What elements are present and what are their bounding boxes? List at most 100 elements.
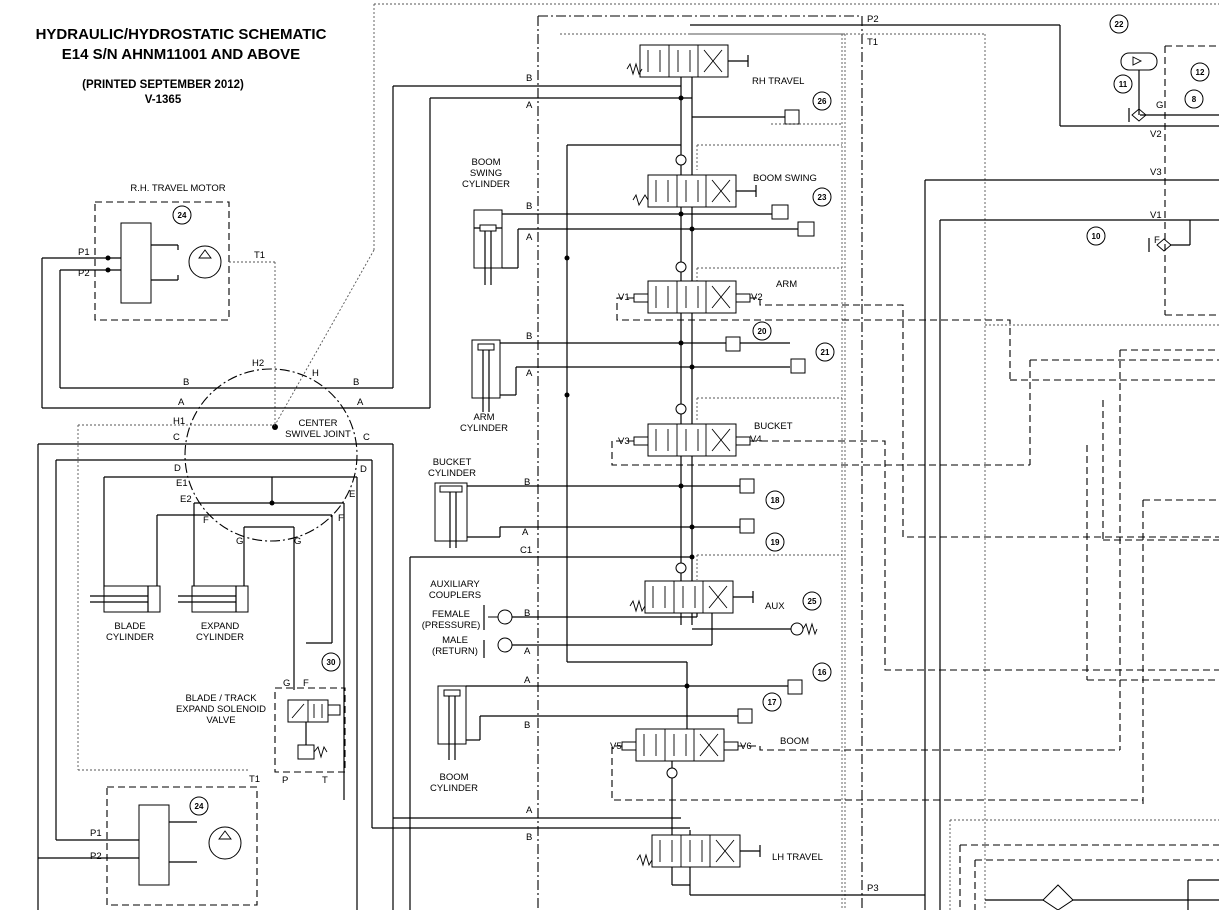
valve-rh-travel bbox=[626, 44, 749, 78]
boom-swing-label-1: BOOM bbox=[471, 157, 500, 168]
female-label-1: FEMALE bbox=[432, 609, 470, 620]
arm-cylinder-label-1: ARM bbox=[473, 412, 494, 423]
lh-travel-motor bbox=[38, 786, 258, 906]
label-p1-lh: P1 bbox=[90, 828, 102, 839]
label-v2-right: V2 bbox=[1150, 129, 1162, 140]
aux-couplers bbox=[483, 605, 713, 658]
callout-12: 12 bbox=[1190, 62, 1210, 82]
pilot-lines bbox=[611, 297, 1219, 801]
svg-text:30: 30 bbox=[327, 658, 336, 667]
relief-valves bbox=[692, 109, 842, 724]
label-t1-rh: T1 bbox=[254, 250, 265, 261]
svg-text:23: 23 bbox=[818, 193, 827, 202]
label-h: H bbox=[312, 368, 319, 379]
printed-date: (PRINTED SEPTEMBER 2012) bbox=[82, 79, 244, 91]
valve-boom-swing bbox=[632, 154, 757, 208]
callout-21: 21 bbox=[815, 342, 835, 362]
svg-text:8: 8 bbox=[1192, 95, 1197, 104]
male-label-2: (RETURN) bbox=[432, 646, 478, 657]
port-a-bucket: A bbox=[522, 527, 529, 538]
callout-19: 19 bbox=[765, 532, 785, 552]
port-b-rh: B bbox=[526, 73, 532, 84]
port-a-rh: A bbox=[526, 100, 533, 111]
label-g-r: G bbox=[294, 536, 301, 547]
port-b-arm: B bbox=[526, 331, 532, 342]
label-f-l: F bbox=[203, 515, 209, 526]
label-g-l: G bbox=[236, 536, 243, 547]
callout-8: 8 bbox=[1184, 89, 1204, 109]
solenoid-label-3: VALVE bbox=[206, 715, 235, 726]
blade-cylinder bbox=[90, 585, 161, 613]
label-aux: AUX bbox=[765, 601, 785, 612]
blade-track-solenoid-valve bbox=[274, 687, 346, 773]
male-label-1: MALE bbox=[442, 635, 468, 646]
label-a-swivel-r: A bbox=[357, 397, 364, 408]
label-v4-bucket: V4 bbox=[750, 434, 762, 445]
label-arm: ARM bbox=[776, 279, 797, 290]
label-f-right: F bbox=[1154, 235, 1160, 246]
callout-10: 10 bbox=[1086, 226, 1106, 246]
label-a-swivel-l: A bbox=[178, 397, 185, 408]
label-f-r: F bbox=[338, 513, 344, 524]
callout-22: 23 bbox=[812, 187, 832, 207]
boom-swing-cylinder bbox=[473, 209, 805, 285]
svg-text:10: 10 bbox=[1092, 232, 1101, 241]
swivel-label-1: CENTER bbox=[298, 418, 337, 429]
boom-cylinder-label-1: BOOM bbox=[439, 772, 468, 783]
label-t-solenoid: T bbox=[322, 775, 328, 786]
label-b-swivel-r: B bbox=[353, 377, 359, 388]
svg-text:24: 24 bbox=[178, 211, 187, 220]
port-b-boom: B bbox=[524, 720, 530, 731]
expand-cylinder-label-1: EXPAND bbox=[201, 621, 240, 632]
expand-cylinder bbox=[178, 585, 249, 613]
label-h1: H1 bbox=[173, 416, 185, 427]
right-side-lines bbox=[924, 45, 1219, 910]
callout-24-rh: 24 bbox=[172, 205, 192, 225]
bucket-cylinder bbox=[434, 482, 740, 548]
svg-text:21: 21 bbox=[821, 348, 830, 357]
port-b-swing: B bbox=[526, 201, 532, 212]
aux-couplers-label-1: AUXILIARY bbox=[430, 579, 480, 590]
label-v1: V1 bbox=[1150, 210, 1162, 221]
main-valve-boundary bbox=[537, 15, 863, 910]
svg-text:26: 26 bbox=[818, 97, 827, 106]
boom-cylinder bbox=[437, 685, 795, 760]
label-e: E bbox=[349, 489, 355, 500]
label-e1: E1 bbox=[176, 478, 188, 489]
rh-travel-motor-label: R.H. TRAVEL MOTOR bbox=[130, 183, 225, 194]
check-valve-11 bbox=[1131, 108, 1147, 122]
valve-boom bbox=[621, 728, 739, 779]
document-code: V-1365 bbox=[145, 94, 182, 106]
label-p2-rh: P2 bbox=[78, 268, 90, 279]
callout-18: 18 bbox=[765, 490, 785, 510]
svg-text:11: 11 bbox=[1119, 80, 1128, 89]
label-p2-lh: P2 bbox=[90, 851, 102, 862]
label-d-r: D bbox=[360, 464, 367, 475]
title-line2: E14 S/N AHNM11001 AND ABOVE bbox=[62, 46, 300, 63]
svg-text:20: 20 bbox=[758, 327, 767, 336]
label-v3-bucket: V3 bbox=[618, 436, 630, 447]
label-c1: C1 bbox=[520, 545, 532, 556]
callout-16: 16 bbox=[812, 662, 832, 682]
check-valve-10 bbox=[1156, 238, 1172, 252]
reservoir-symbol bbox=[1042, 884, 1074, 910]
callout-25: 25 bbox=[802, 591, 822, 611]
svg-text:25: 25 bbox=[808, 597, 817, 606]
arm-cylinder-label-2: CYLINDER bbox=[460, 423, 508, 434]
swivel-center-node bbox=[272, 424, 278, 430]
callout-23: 22 bbox=[1109, 14, 1129, 34]
label-p2: P2 bbox=[867, 14, 879, 25]
svg-text:18: 18 bbox=[771, 496, 780, 505]
port-a-lh: A bbox=[526, 805, 533, 816]
label-c-l: C bbox=[173, 432, 180, 443]
bucket-cylinder-label-2: CYLINDER bbox=[428, 468, 476, 479]
svg-text:16: 16 bbox=[818, 668, 827, 677]
blade-cylinder-label-2: CYLINDER bbox=[106, 632, 154, 643]
label-boom: BOOM bbox=[780, 736, 809, 747]
arm-cylinder bbox=[471, 339, 790, 412]
svg-text:12: 12 bbox=[1196, 68, 1205, 77]
label-h2: H2 bbox=[252, 358, 264, 369]
label-v6: V6 bbox=[740, 741, 752, 752]
label-v3: V3 bbox=[1150, 167, 1162, 178]
label-t1: T1 bbox=[867, 37, 878, 48]
